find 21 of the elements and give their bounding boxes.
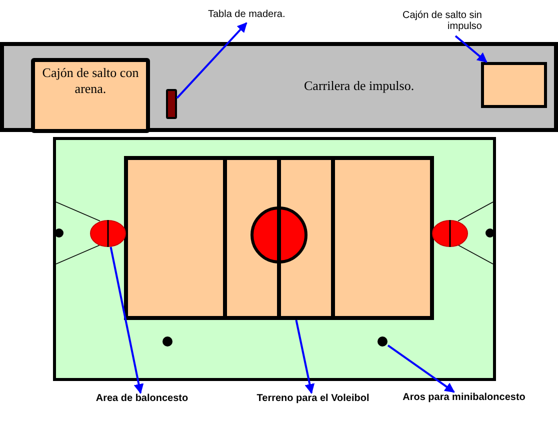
- callout-label: Terreno para el Voleibol: [251, 393, 375, 407]
- callout-label: Tabla de madera.: [208, 9, 298, 23]
- basketball-key: [432, 220, 468, 247]
- takeoff-board: [166, 89, 177, 119]
- sand-pit: Cajón de salto con arena.: [31, 58, 150, 133]
- arrow: [176, 22, 248, 99]
- arrow: [110, 246, 144, 394]
- hoop-dot: [485, 228, 495, 238]
- callout-label: Aros para minibaloncesto: [397, 392, 531, 406]
- runway-strip: [0, 42, 558, 132]
- runway-label: Carrilera de impulso.: [304, 78, 414, 94]
- arrow: [295, 320, 315, 394]
- basketball-key: [90, 220, 126, 247]
- hoop-dot: [162, 336, 173, 347]
- callout-label: Area de baloncesto: [91, 393, 193, 407]
- hoop-dot: [54, 228, 64, 238]
- hoop-dot: [377, 336, 388, 347]
- arrow: [387, 344, 455, 393]
- volleyball-court: [124, 156, 434, 320]
- callout-label: Cajón de salto sin impulso: [398, 10, 482, 36]
- jump-box: [481, 62, 547, 108]
